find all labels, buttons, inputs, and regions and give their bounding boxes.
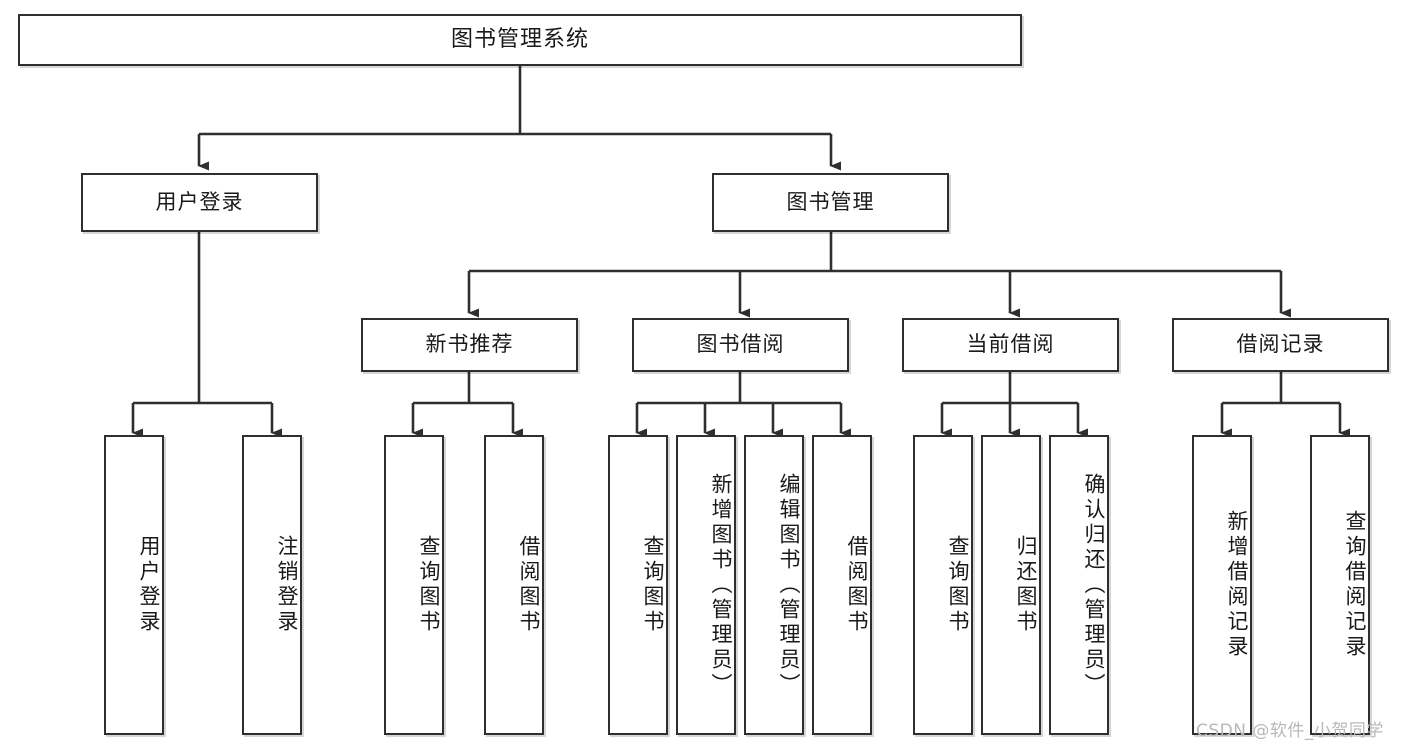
- leaf-current-query-book[interactable]: 查询图书: [913, 435, 973, 735]
- leaf-borrow-edit-book-admin[interactable]: 编辑图书（管理员）: [744, 435, 804, 735]
- leaf-borrow-query-book[interactable]: 查询图书: [608, 435, 668, 735]
- node-label: 注销登录: [275, 535, 299, 635]
- node-label: 查询图书: [946, 535, 970, 635]
- leaf-current-return-book[interactable]: 归还图书: [981, 435, 1041, 735]
- node-label: 新增借阅记录: [1225, 510, 1249, 660]
- leaf-record-add-record[interactable]: 新增借阅记录: [1192, 435, 1252, 735]
- node-label: 新书推荐: [425, 332, 514, 357]
- leaf-user-login[interactable]: 用户登录: [104, 435, 164, 735]
- node-label: 图书管理: [786, 189, 875, 214]
- node-book-management[interactable]: 图书管理: [712, 173, 949, 232]
- node-label: 归还图书: [1014, 535, 1038, 635]
- node-label: 新增图书（管理员）: [709, 472, 733, 698]
- node-label: 查询图书: [641, 535, 665, 635]
- node-label: 用户登录: [155, 189, 244, 214]
- node-label: 当前借阅: [966, 332, 1055, 357]
- leaf-current-confirm-return-admin[interactable]: 确认归还（管理员）: [1049, 435, 1109, 735]
- node-label: 借阅图书: [845, 535, 869, 635]
- node-label: 借阅记录: [1236, 332, 1325, 357]
- leaf-newbook-borrow-book[interactable]: 借阅图书: [484, 435, 544, 735]
- node-label: 借阅图书: [517, 535, 541, 635]
- leaf-borrow-add-book-admin[interactable]: 新增图书（管理员）: [676, 435, 736, 735]
- node-book-borrow[interactable]: 图书借阅: [632, 318, 849, 372]
- node-label: 编辑图书（管理员）: [777, 472, 801, 698]
- node-root-system[interactable]: 图书管理系统: [18, 14, 1022, 66]
- node-borrow-record[interactable]: 借阅记录: [1172, 318, 1389, 372]
- leaf-newbook-query-book[interactable]: 查询图书: [384, 435, 444, 735]
- leaf-user-logout[interactable]: 注销登录: [242, 435, 302, 735]
- node-user-login[interactable]: 用户登录: [81, 173, 318, 232]
- node-label: 用户登录: [137, 535, 161, 635]
- node-label: 图书借阅: [696, 332, 785, 357]
- node-label: 查询借阅记录: [1343, 510, 1367, 660]
- node-new-book-recommend[interactable]: 新书推荐: [361, 318, 578, 372]
- node-label: 确认归还（管理员）: [1082, 472, 1106, 698]
- node-label: 图书管理系统: [450, 26, 589, 52]
- leaf-record-query-record[interactable]: 查询借阅记录: [1310, 435, 1370, 735]
- leaf-borrow-borrow-book[interactable]: 借阅图书: [812, 435, 872, 735]
- node-label: 查询图书: [417, 535, 441, 635]
- node-current-borrow[interactable]: 当前借阅: [902, 318, 1119, 372]
